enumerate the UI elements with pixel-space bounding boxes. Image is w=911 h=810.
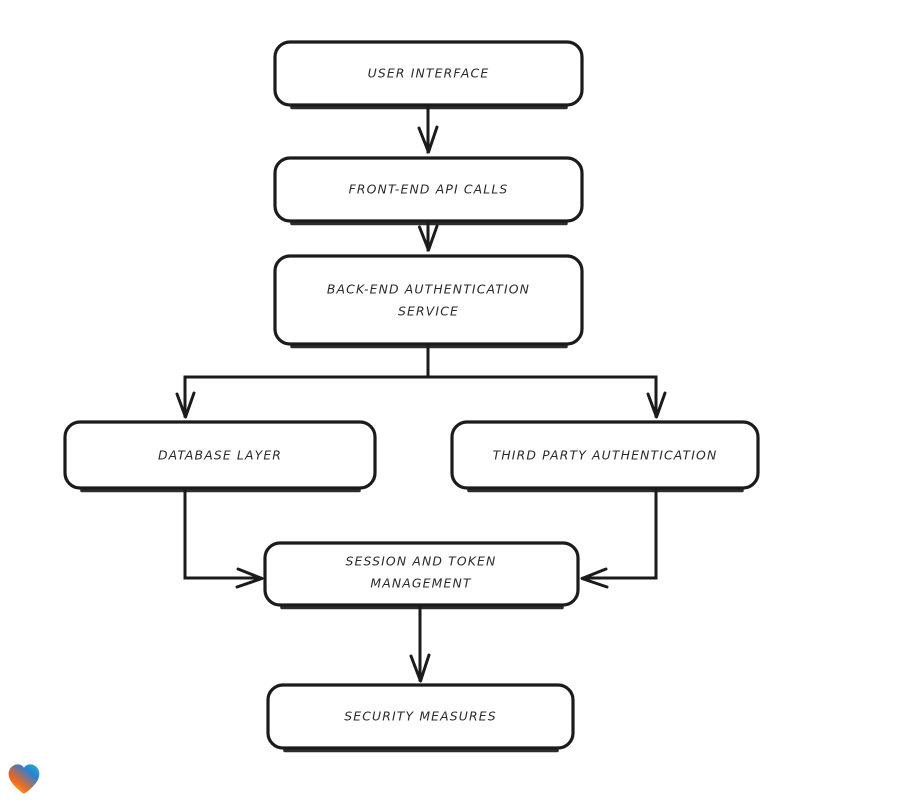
- edge-thirdparty-to-session: [580, 486, 658, 589]
- node-label-user-interface: USER INTERFACE: [368, 66, 490, 81]
- node-label-front-end-api-calls: FRONT-END API CALLS: [349, 182, 509, 197]
- edge-session-to-security: [409, 603, 431, 683]
- node-label-database-layer: DATABASE LAYER: [158, 448, 282, 463]
- node-database-layer[interactable]: DATABASE LAYER: [63, 420, 377, 493]
- node-label-back-end-authentication-line1: BACK-END AUTHENTICATION: [327, 282, 530, 297]
- node-label-session-and-token-line2: MANAGEMENT: [370, 576, 471, 591]
- edge-frontend-to-backend: [418, 219, 439, 252]
- node-third-party-authentication[interactable]: THIRD PARTY AUTHENTICATION: [450, 420, 760, 493]
- edge-database-to-session: [183, 486, 264, 589]
- node-back-end-authentication-service[interactable]: BACK-END AUTHENTICATION SERVICE: [273, 254, 584, 349]
- edge-ui-to-frontend: [417, 103, 439, 154]
- heart-icon-container: [6, 761, 42, 797]
- node-user-interface[interactable]: USER INTERFACE: [273, 40, 584, 110]
- node-label-session-and-token-line1: SESSION AND TOKEN: [346, 554, 497, 569]
- edge-backend-to-thirdparty: [426, 375, 667, 419]
- node-label-security-measures: SECURITY MEASURES: [344, 709, 497, 724]
- node-session-and-token-management[interactable]: SESSION AND TOKEN MANAGEMENT: [263, 541, 580, 610]
- node-label-back-end-authentication-line2: SERVICE: [398, 304, 459, 319]
- heart-icon: [8, 764, 40, 794]
- node-label-third-party-authentication: THIRD PARTY AUTHENTICATION: [493, 448, 718, 463]
- node-front-end-api-calls[interactable]: FRONT-END API CALLS: [273, 156, 584, 226]
- edge-backend-to-database: [175, 375, 430, 419]
- node-security-measures[interactable]: SECURITY MEASURES: [266, 683, 575, 753]
